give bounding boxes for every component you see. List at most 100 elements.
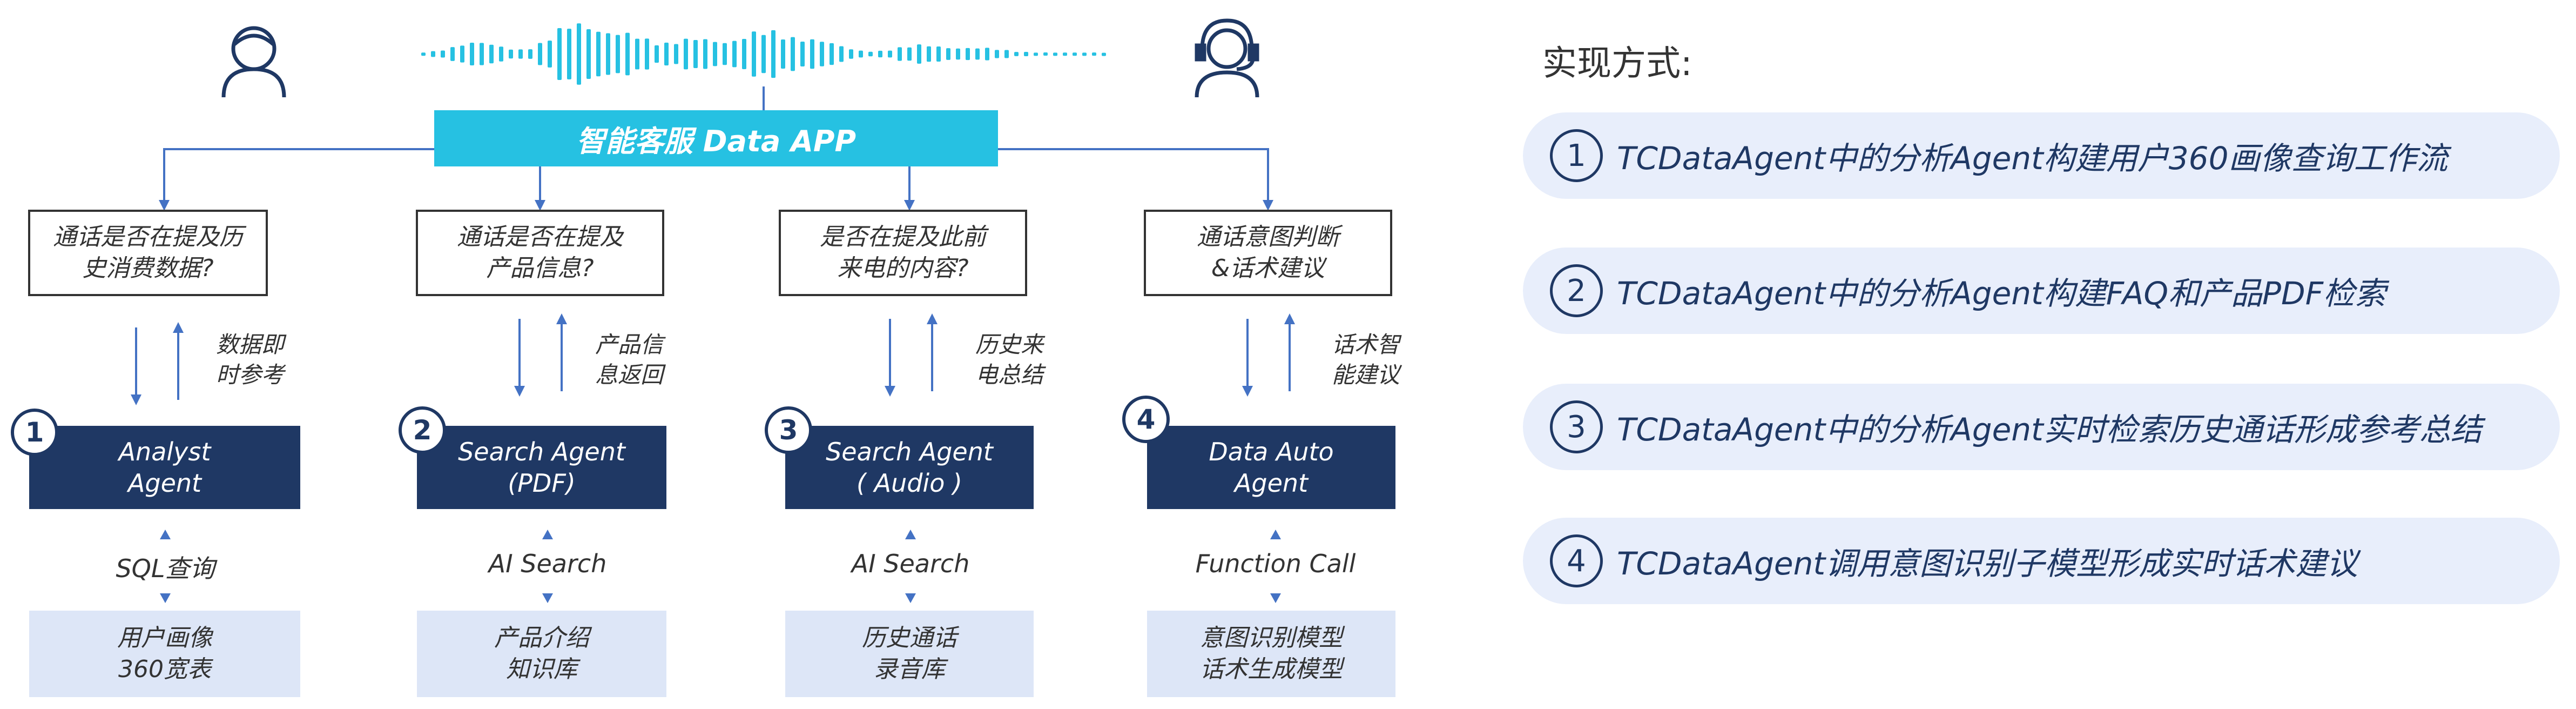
wave-bar — [1082, 52, 1087, 56]
side-label-2: 产品信 息返回 — [595, 331, 664, 388]
source-box-3: 历史通话 录音库 — [785, 611, 1034, 697]
question-box-4: 通话意图判断 &话术建议 — [1144, 210, 1392, 296]
wave-bar — [1053, 52, 1057, 56]
method-label-3: AI Search — [851, 549, 970, 578]
wave-bar — [518, 49, 523, 59]
wave-bar — [1092, 52, 1096, 56]
wave-bar — [616, 35, 620, 73]
wave-bar — [713, 42, 717, 66]
implementation-text-4: TCDataAgent调用意图识别子模型形成实时话术建议 — [1617, 545, 2358, 582]
wave-bar — [975, 48, 980, 60]
wave-bar — [1043, 52, 1048, 56]
method-label-2: AI Search — [488, 549, 607, 578]
wave-bar — [528, 49, 532, 59]
method-label-1: SQL查询 — [116, 554, 215, 583]
wave-bar — [995, 50, 999, 58]
wave-bar — [635, 38, 639, 70]
wave-bar — [917, 44, 921, 64]
wave-bar — [878, 50, 882, 58]
wave-bar — [752, 31, 756, 77]
implementation-num-4: 4 — [1550, 534, 1603, 587]
method-label-4: Function Call — [1195, 549, 1356, 578]
side-label-1: 数据即 时参考 — [216, 331, 285, 388]
app-title-bar: 智能客服 Data APP — [434, 110, 998, 166]
source-box-2: 产品介绍 知识库 — [417, 611, 666, 697]
wave-bar — [1102, 52, 1106, 56]
wave-bar — [771, 30, 776, 78]
wave-bar — [606, 33, 610, 75]
wave-bar — [645, 38, 649, 70]
wave-bar — [742, 39, 746, 69]
wave-bar — [567, 29, 571, 79]
implementation-text-2: TCDataAgent中的分析Agent构建FAQ和产品PDF检索 — [1617, 275, 2386, 312]
wave-bar — [548, 41, 552, 68]
source-box-1: 用户画像 360宽表 — [29, 611, 300, 697]
implementation-num-3: 3 — [1550, 400, 1603, 453]
implementation-item-4: 4 TCDataAgent调用意图识别子模型形成实时话术建议 — [1523, 518, 2560, 604]
source-box-4: 意图识别模型 话术生成模型 — [1147, 611, 1395, 697]
side-label-3: 历史来 电总结 — [975, 331, 1044, 388]
wave-bar — [800, 42, 805, 66]
implementation-text-1: TCDataAgent中的分析Agent构建用户360画像查询工作流 — [1617, 140, 2448, 177]
wave-bar — [684, 38, 688, 70]
wave-bar — [820, 42, 824, 66]
implementation-item-2: 2 TCDataAgent中的分析Agent构建FAQ和产品PDF检索 — [1523, 248, 2560, 334]
implementation-title: 实现方式: — [1542, 44, 1692, 84]
wave-bar — [830, 43, 834, 65]
wave-bar — [985, 48, 989, 61]
wave-bar — [1014, 52, 1019, 56]
wave-bar — [936, 46, 941, 62]
badge-4: 4 — [1122, 396, 1170, 443]
wave-bar — [1004, 50, 1009, 58]
wave-bar — [693, 39, 698, 69]
wave-bar — [703, 39, 707, 69]
implementation-text-3: TCDataAgent中的分析Agent实时检索历史通话形成参考总结 — [1617, 411, 2482, 448]
user-icon — [221, 26, 286, 98]
wave-bar — [781, 39, 785, 69]
wave-bar — [849, 49, 853, 59]
wave-bar — [538, 43, 542, 65]
wave-bar — [480, 43, 484, 65]
agent-box-4: Data Auto Agent — [1147, 426, 1395, 509]
wave-bar — [674, 44, 678, 64]
wave-bar — [489, 44, 494, 64]
wave-bar — [761, 35, 766, 73]
wave-bar — [723, 43, 727, 65]
wave-bar — [868, 51, 873, 57]
sound-wave-icon — [421, 23, 1106, 85]
wave-bar — [557, 28, 562, 80]
wave-bar — [898, 47, 902, 61]
question-box-2: 通话是否在提及 产品信息? — [416, 210, 664, 296]
question-box-3: 是否在提及此前 来电的内容? — [779, 210, 1027, 296]
wave-bar — [810, 39, 814, 69]
wave-bar — [664, 42, 669, 66]
wave-bar — [460, 45, 464, 63]
wave-bar — [586, 29, 591, 79]
wave-bar — [907, 47, 912, 61]
wave-bar — [888, 50, 892, 58]
wave-bar — [859, 50, 863, 58]
wave-bar — [509, 49, 513, 59]
wave-bar — [791, 37, 795, 71]
wave-bar — [956, 48, 960, 60]
agent-box-2: Search Agent (PDF) — [417, 426, 666, 509]
wave-bar — [499, 46, 503, 62]
wave-bar — [577, 23, 581, 85]
wave-bar — [441, 50, 445, 58]
wave-bar — [450, 47, 455, 61]
wave-bar — [946, 48, 950, 60]
question-box-1: 通话是否在提及历 史消费数据? — [28, 210, 268, 296]
wave-bar — [927, 46, 931, 62]
implementation-num-1: 1 — [1550, 129, 1603, 182]
wave-bar — [470, 43, 474, 65]
implementation-item-3: 3 TCDataAgent中的分析Agent实时检索历史通话形成参考总结 — [1523, 384, 2560, 470]
wave-bar — [839, 46, 844, 62]
wave-bar — [421, 52, 426, 56]
wave-bar — [732, 41, 737, 68]
side-label-4: 话术智 能建议 — [1332, 331, 1400, 388]
wave-bar — [431, 51, 435, 57]
implementation-item-1: 1 TCDataAgent中的分析Agent构建用户360画像查询工作流 — [1523, 112, 2560, 199]
badge-1: 1 — [11, 409, 58, 456]
badge-2: 2 — [399, 406, 446, 454]
